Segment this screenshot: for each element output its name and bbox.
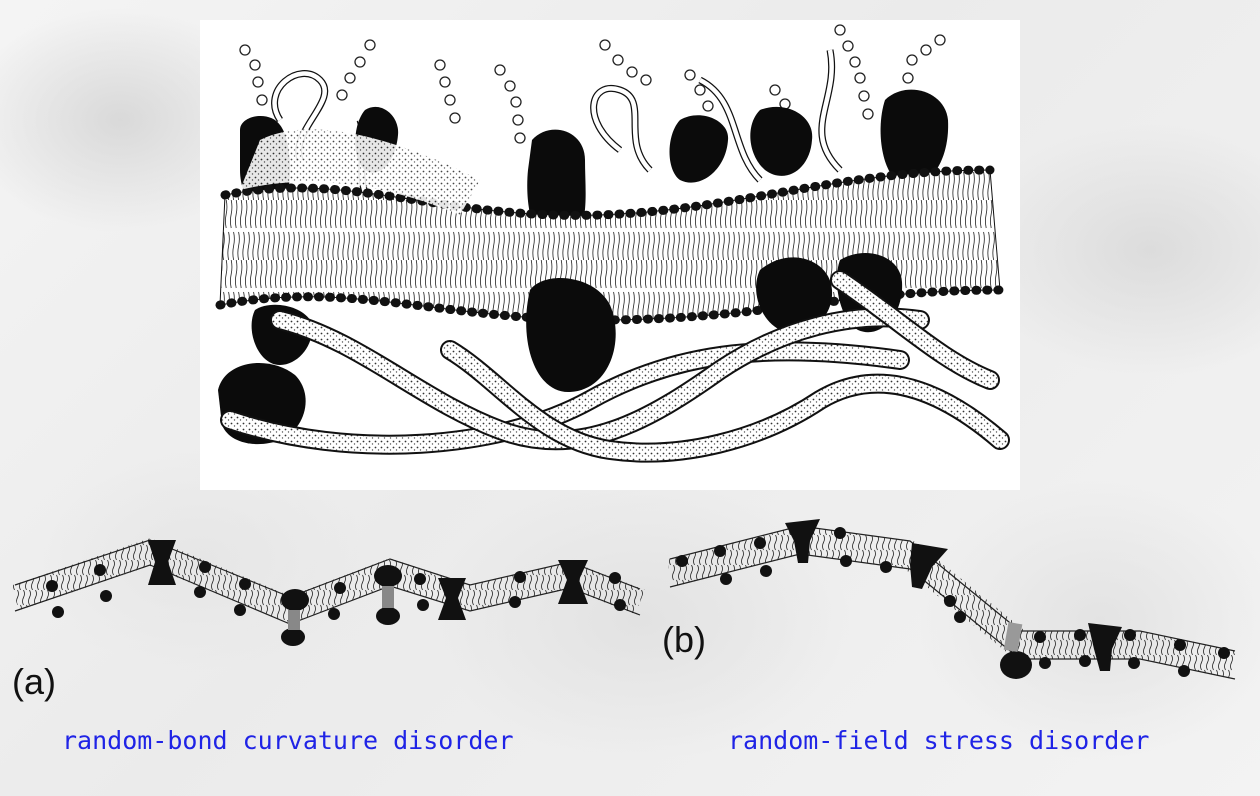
panel-b-membrane-diagram — [660, 505, 1245, 705]
membrane-illustration — [200, 20, 1020, 490]
panel-a-label: (a) — [12, 664, 56, 700]
panel-b-label: (b) — [662, 622, 706, 658]
panel-a-membrane-diagram — [10, 530, 650, 660]
panel-a-caption: random-bond curvature disorder — [62, 728, 514, 753]
panel-b-caption: random-field stress disorder — [728, 728, 1149, 753]
